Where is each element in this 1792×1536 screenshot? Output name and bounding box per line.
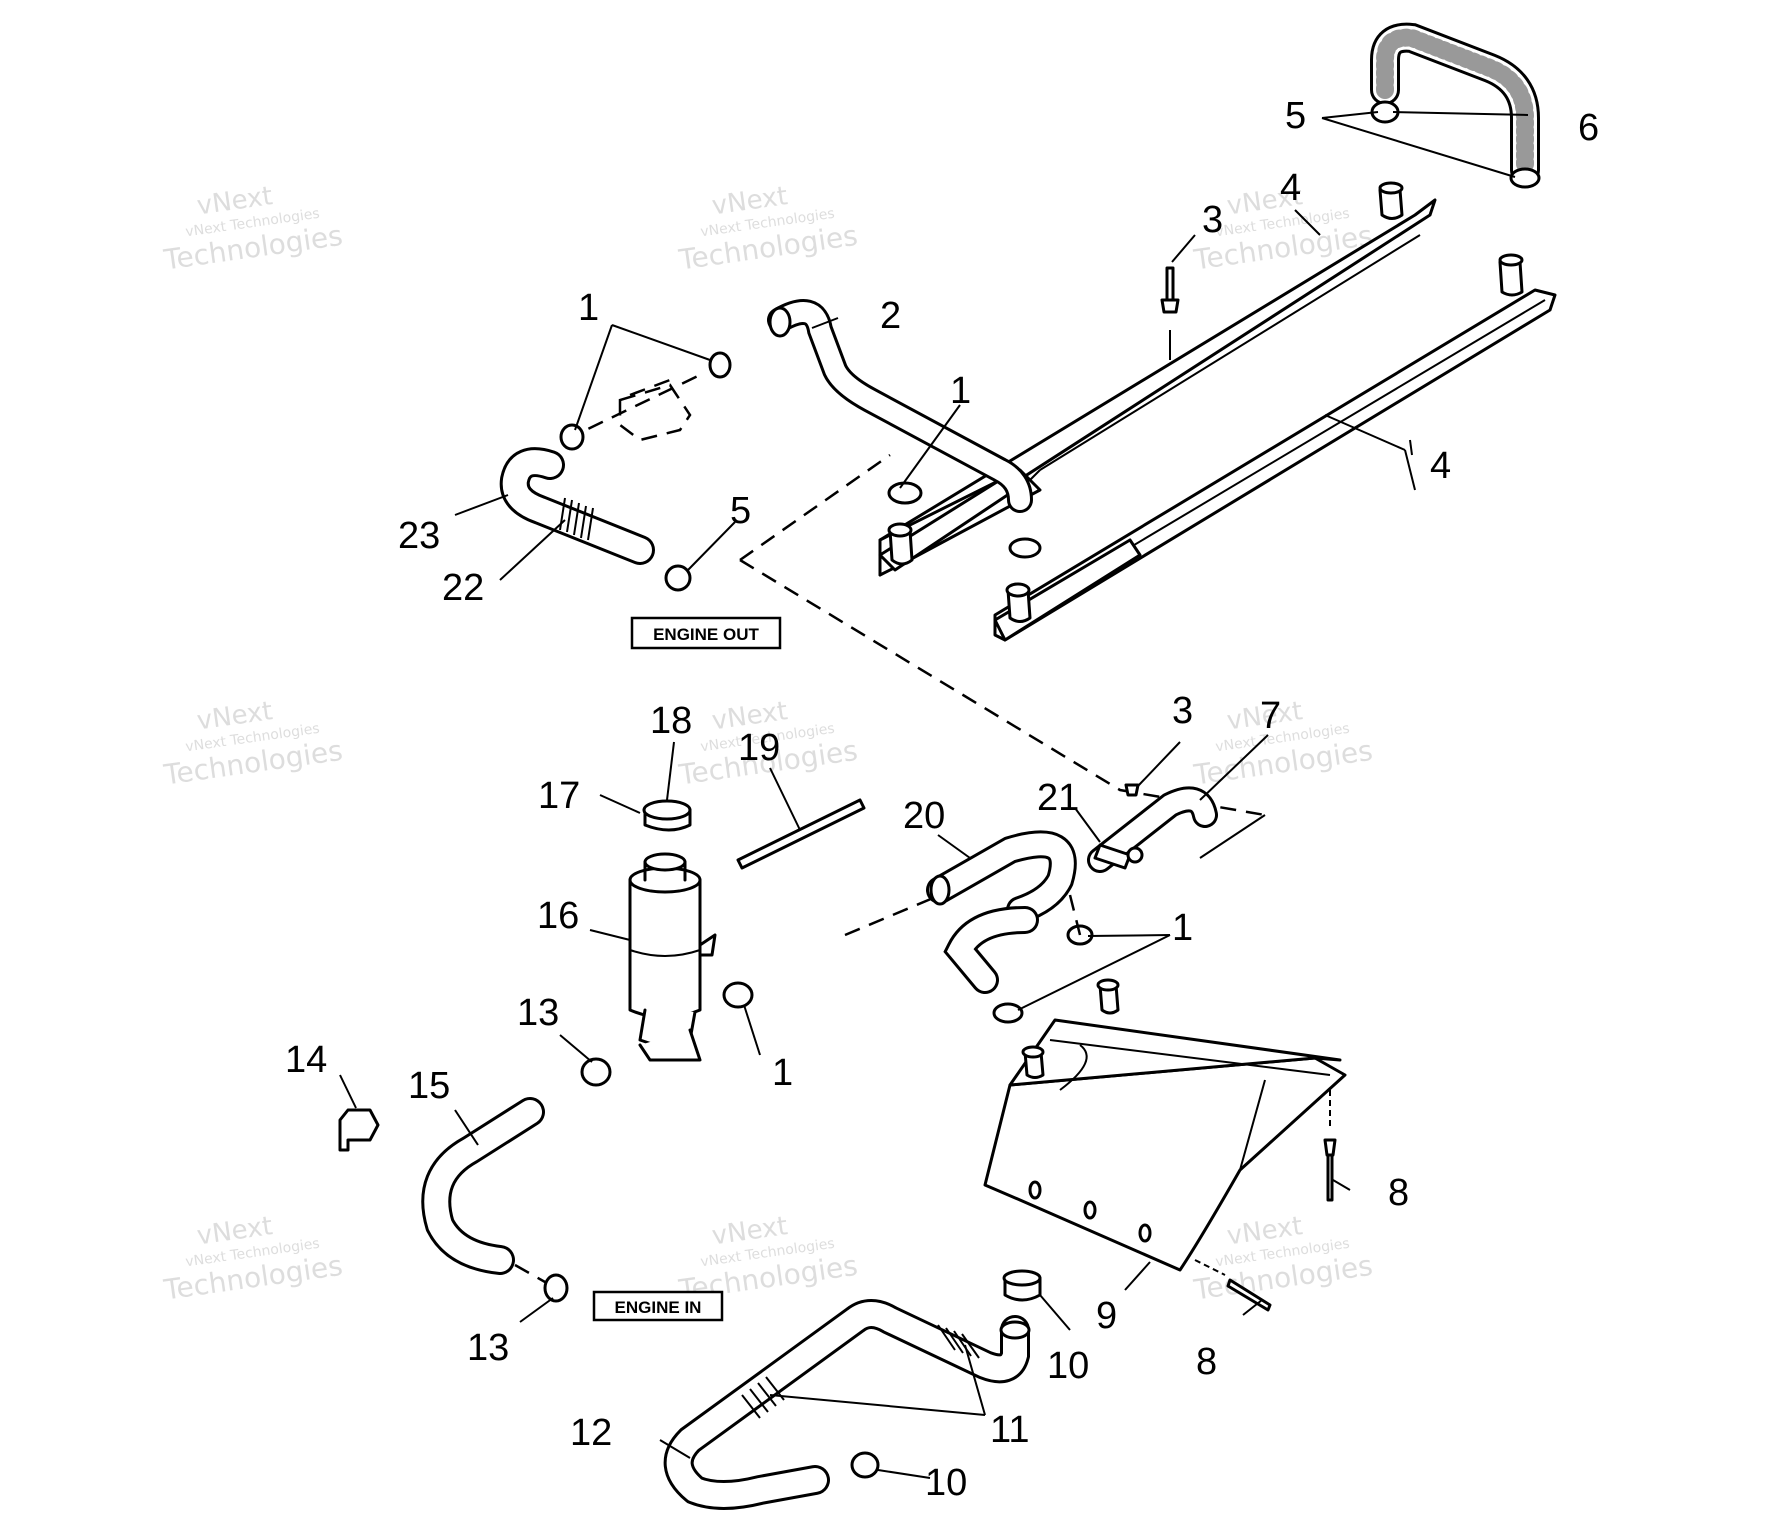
callout-3: 3	[1172, 690, 1193, 732]
clamp-1-hose2-a	[708, 351, 732, 379]
clamp-5-mid	[664, 564, 692, 592]
callout-9: 9	[1096, 1295, 1117, 1337]
callout-5: 5	[1285, 95, 1306, 137]
bolt-3-upper	[1160, 266, 1180, 314]
callout-1: 1	[578, 287, 599, 329]
dashed-clamp-13	[514, 1263, 546, 1284]
callout-10: 10	[925, 1462, 967, 1504]
hose-2	[767, 299, 1033, 513]
callout-14: 14	[285, 1039, 327, 1081]
callout-8: 8	[1388, 1172, 1409, 1214]
clamp-1-hose20-b	[992, 1002, 1024, 1024]
hose-23	[499, 447, 655, 565]
fitting-dashed	[618, 378, 692, 442]
clamp-1-left	[559, 423, 585, 451]
callout-1: 1	[772, 1052, 793, 1094]
engine-in-label: ENGINE IN	[615, 1298, 702, 1317]
dashed-clamp-1	[1068, 894, 1082, 936]
clamp-10-upper	[1002, 1269, 1042, 1302]
callout-18: 18	[650, 700, 692, 742]
callouts: 1 2 1 3 4 4 5 6 5 23 22 18 19 17 20 21 3…	[285, 95, 1599, 1504]
callout-19: 19	[738, 727, 780, 769]
engine-out-label: ENGINE OUT	[653, 625, 759, 644]
spring-22	[559, 497, 594, 541]
exchanger-upper-end	[878, 478, 1017, 572]
callout-6: 6	[1578, 107, 1599, 149]
hose-6	[1370, 22, 1540, 185]
callout-10: 10	[1047, 1345, 1089, 1387]
rod-19	[736, 798, 866, 870]
callout-13: 13	[467, 1327, 509, 1369]
hose-12	[663, 1299, 1031, 1510]
engine-out-tag: ENGINE OUT	[630, 616, 782, 650]
spring-11-upper	[937, 1324, 980, 1359]
dashed-separator-2	[739, 558, 1266, 817]
callout-22: 22	[442, 567, 484, 609]
bolt-3-lower	[1124, 783, 1140, 797]
hose-20	[926, 830, 1077, 924]
hose-7-bracket	[1199, 814, 1266, 859]
bracket-14	[338, 1108, 380, 1152]
clamp-5-lower	[1509, 167, 1541, 189]
leader-lines	[339, 111, 1529, 1479]
callout-2: 2	[880, 295, 901, 337]
watermark: vNext vNext Technologies Technologies	[161, 696, 345, 792]
clamp-1-reservoir	[722, 981, 754, 1009]
watermark: vNext vNext Technologies Technologies	[161, 1211, 345, 1307]
bolt-8-right	[1323, 1090, 1337, 1202]
callout-16: 16	[537, 895, 579, 937]
clamp-13-upper	[580, 1057, 612, 1087]
exchanger-lower-end	[993, 538, 1142, 642]
clamp-1-exchanger	[1008, 537, 1042, 559]
callout-8: 8	[1196, 1341, 1217, 1383]
clamp-1-hose2-b	[887, 481, 923, 505]
clamp-10-lower	[850, 1451, 880, 1479]
callout-4: 4	[1430, 445, 1451, 487]
engine-in-tag: ENGINE IN	[592, 1290, 724, 1322]
hose-20-lower	[943, 906, 1039, 994]
callout-21: 21	[1037, 777, 1079, 819]
callout-23: 23	[398, 515, 440, 557]
callout-11: 11	[990, 1409, 1029, 1451]
callout-13: 13	[517, 992, 559, 1034]
bracket-21	[1093, 843, 1144, 870]
watermark: vNext vNext Technologies Technologies	[161, 181, 345, 277]
callout-1: 1	[950, 370, 971, 412]
callout-17: 17	[538, 775, 580, 817]
callout-1: 1	[1172, 907, 1193, 949]
callout-5: 5	[730, 490, 751, 532]
callout-3: 3	[1202, 199, 1223, 241]
callout-4: 4	[1280, 167, 1301, 209]
dashed-separator	[739, 453, 891, 562]
reservoir-16	[628, 852, 717, 1062]
hose-15	[421, 1097, 545, 1275]
plate-9	[983, 978, 1347, 1272]
watermark: vNext vNext Technologies Technologies	[676, 181, 860, 277]
spring-11-lower	[741, 1376, 785, 1419]
callout-12: 12	[570, 1412, 612, 1454]
callout-15: 15	[408, 1065, 450, 1107]
hose-7	[1087, 786, 1218, 873]
clamp-13-lower	[543, 1273, 569, 1303]
cap-17	[642, 799, 692, 832]
callout-20: 20	[903, 795, 945, 837]
callout-7: 7	[1260, 695, 1281, 737]
